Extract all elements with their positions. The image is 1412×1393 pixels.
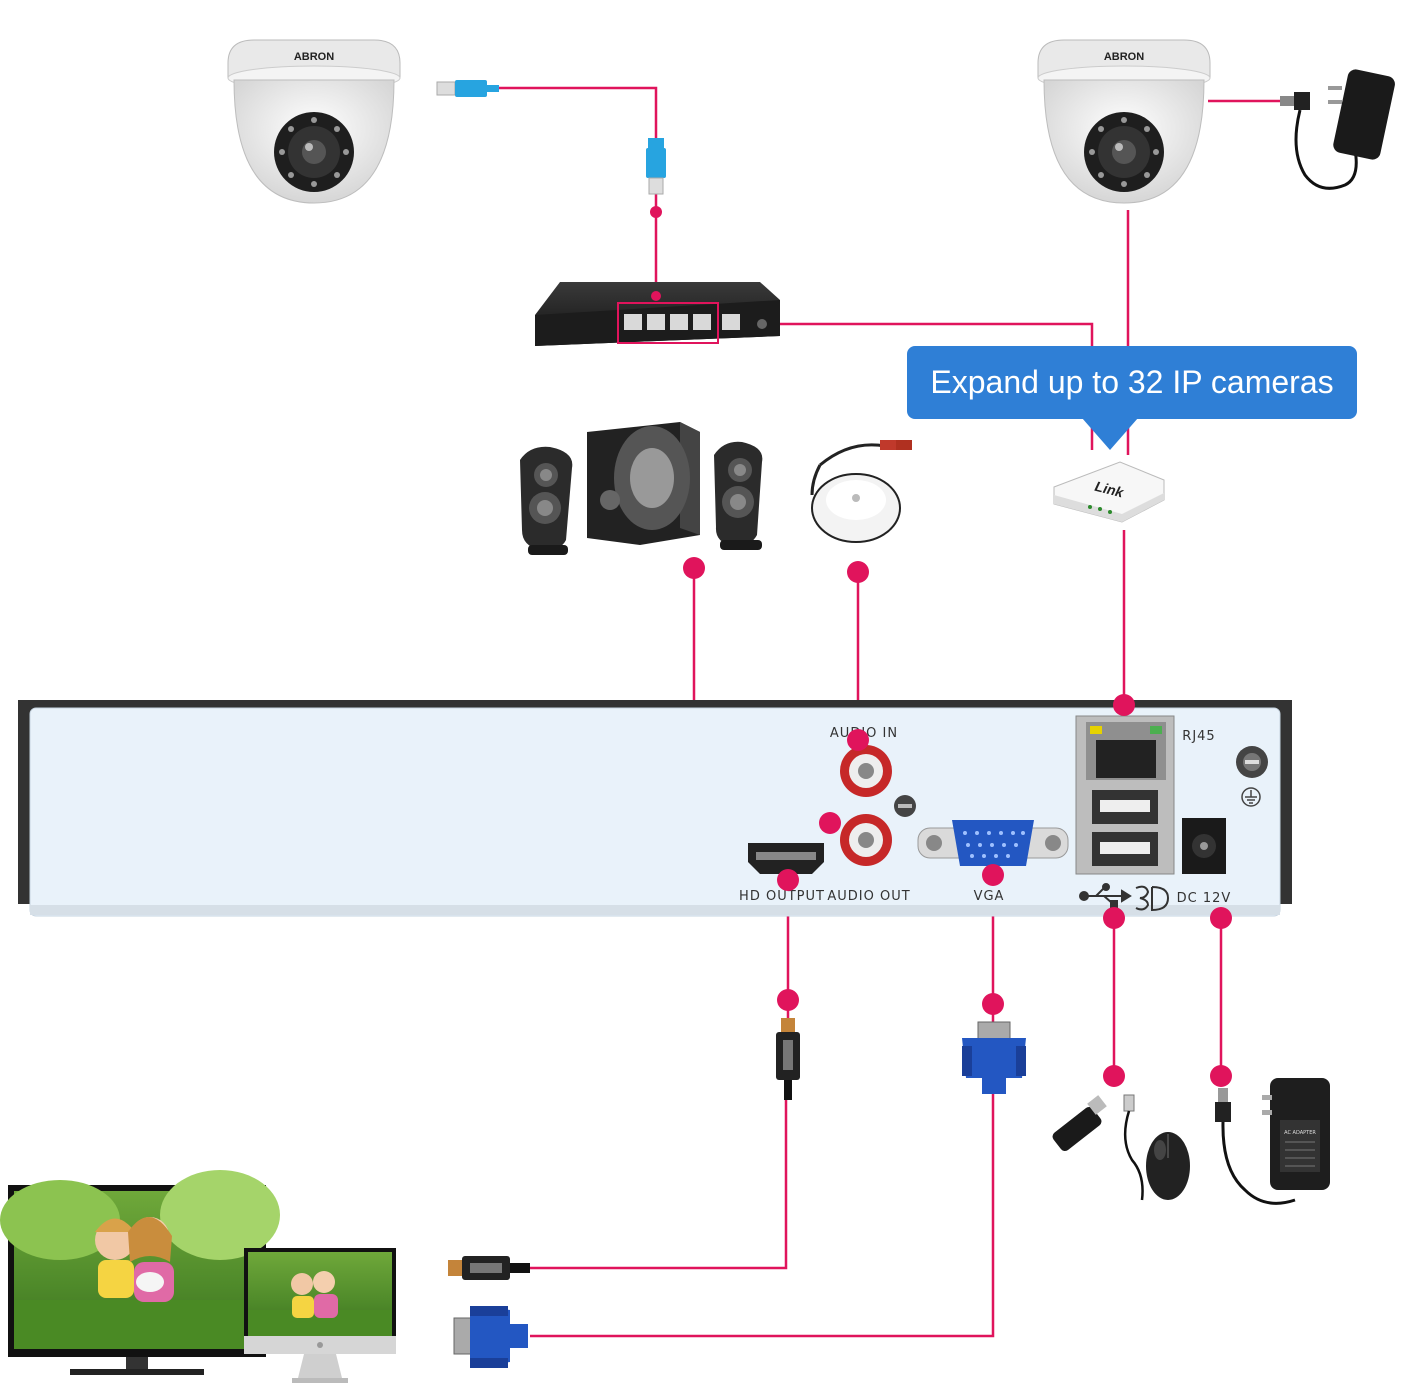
speaker-left — [520, 446, 573, 555]
label-rj45: RJ45 — [1182, 729, 1215, 744]
speaker-right — [714, 441, 763, 550]
ground-screw-icon — [1236, 746, 1268, 778]
camera-left-brand: ABRON — [294, 51, 334, 63]
power-adapter-bottom: AC ADAPTER — [1215, 1078, 1330, 1205]
wire-node — [650, 206, 662, 218]
label-audio-out: AUDIO OUT — [827, 889, 910, 904]
subwoofer — [587, 422, 700, 545]
monitor-large — [0, 1170, 280, 1375]
audio-in-port — [840, 745, 892, 797]
wire-node — [683, 557, 705, 579]
usb-icon — [1079, 883, 1132, 908]
wire-node — [847, 561, 869, 583]
router-label: Link — [1093, 478, 1126, 501]
usb-mouse — [1123, 1094, 1190, 1201]
speaker-set — [520, 422, 763, 555]
power-adapter-top — [1280, 69, 1395, 190]
monitor-small — [244, 1248, 396, 1383]
dc-power-jack — [1182, 818, 1226, 874]
adapter-label: AC ADAPTER — [1284, 1130, 1316, 1136]
wires — [498, 86, 1280, 1338]
label-hd-output: HD OUTPUT — [739, 889, 825, 904]
wire-node — [651, 291, 661, 301]
nvr-wire-nodes — [777, 694, 1232, 1087]
callout-pointer — [1082, 418, 1138, 450]
router: Link — [1053, 461, 1165, 523]
wire-vga-monitor — [530, 1092, 995, 1338]
ip-camera-right: ABRON — [1037, 39, 1211, 204]
rj45-usb-stack — [1075, 715, 1175, 875]
hdmi-cable-plug — [776, 1018, 800, 1100]
ground-icon — [1241, 787, 1261, 807]
ethernet-plug-horizontal — [436, 80, 499, 97]
expand-cameras-callout: Expand up to 32 IP cameras — [907, 346, 1357, 419]
wire-hdmi-monitor — [530, 1100, 788, 1270]
hdmi-plug-horizontal — [448, 1256, 530, 1280]
usb-flash-drive — [1052, 1095, 1107, 1152]
camera-right-brand: ABRON — [1104, 51, 1144, 63]
wire-camera-left-switch — [498, 86, 658, 296]
label-vga: VGA — [974, 889, 1005, 904]
label-dc: DC 12V — [1177, 891, 1232, 906]
hdmi-port — [748, 843, 824, 874]
ip-camera-left: ABRON — [227, 39, 401, 204]
vga-cable-plug — [962, 1021, 1026, 1094]
poe-switch — [535, 282, 780, 346]
microphone — [810, 440, 912, 543]
audio-out-port — [840, 814, 892, 866]
3d-icon — [1135, 885, 1170, 912]
vga-plug-horizontal — [453, 1306, 528, 1368]
ethernet-plug-vertical — [646, 138, 666, 195]
nvr-recorder: AUDIO IN AUDIO OUT HD OUTPUT — [18, 700, 1292, 917]
vga-port — [917, 820, 1069, 866]
screw-icon — [894, 795, 916, 817]
